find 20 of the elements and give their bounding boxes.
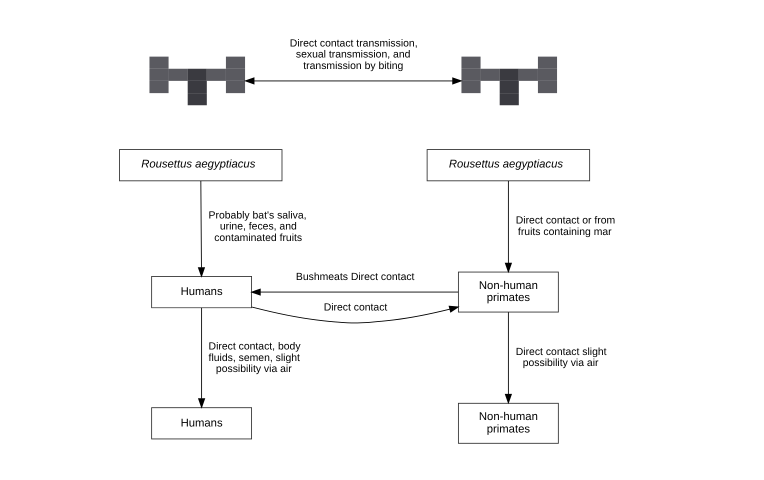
node-box: Humans: [150, 407, 252, 440]
node-box: Non-human primates: [457, 402, 558, 444]
edge-label: Direct contact slight possibility via air: [515, 346, 606, 370]
node-box: Rousettus aegyptiacus: [426, 149, 590, 182]
node-box: Humans: [150, 276, 252, 308]
arrow: [244, 77, 462, 85]
edge-label: Direct contact, body fluids, semen, slight possibility via air: [208, 342, 300, 376]
arrow: [250, 288, 458, 296]
arrow: [504, 312, 512, 404]
node-box: Rousettus aegyptiacus: [118, 149, 282, 182]
edge-label: Direct contact or from fruits containing mar: [515, 216, 615, 238]
node-box: Non-human primates: [457, 272, 558, 313]
edge-label: Direct contact transmission, sexual transmission, and transmission by biting: [289, 38, 418, 72]
edge-label: Probably bat's saliva, urine, feces, and contaminated fruits: [208, 210, 306, 244]
arrow: [250, 306, 460, 324]
arrow: [197, 180, 205, 278]
arrow: [197, 307, 205, 409]
arrow: [504, 180, 512, 274]
edge-label: Bushmeats Direct contact: [295, 272, 414, 284]
edge-label: Direct contact: [323, 302, 387, 314]
